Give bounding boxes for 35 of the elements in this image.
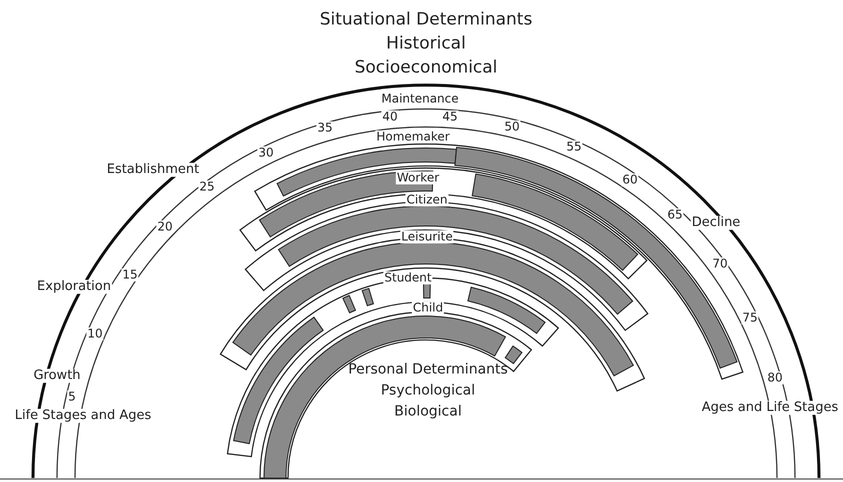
age-number: 45 [441,110,459,124]
heading-text: Historical [386,34,466,54]
age-number: 10 [86,327,104,341]
role-label: Leisurite [400,230,454,244]
determinant-label: Personal Determinants [348,362,508,378]
age-number: 40 [381,110,399,124]
age-number: 65 [666,208,684,222]
role-label: Child [412,301,444,315]
age-number: 30 [257,146,275,160]
stage-label: Establishment [106,162,200,178]
age-number: 60 [621,173,639,187]
stage-label: Growth [32,368,82,384]
age-number: 80 [766,371,784,385]
heading-text: Situational Determinants [320,10,532,30]
heading-text: Socioeconomical [354,58,498,78]
stage-label: Exploration [36,280,112,294]
age-number: 35 [316,121,334,135]
stage-label: Maintenance [380,92,460,106]
age-number: 55 [565,140,583,154]
stage-label: Decline [690,216,742,230]
age-number: 15 [121,268,139,282]
role-label: Citizen [405,193,449,207]
axis-title: Ages and Life Stages [700,400,840,416]
age-number: 25 [198,180,216,194]
role-label: Homemaker [375,130,451,144]
age-number: 5 [67,390,77,404]
role-label: Student [383,271,433,285]
age-number: 75 [741,311,759,325]
age-number: 50 [503,120,521,134]
age-number: 20 [156,220,174,234]
axis-title: Life Stages and Ages [14,408,152,424]
determinant-label: Psychological [380,383,476,399]
determinant-label: Biological [394,404,462,420]
role-label: Worker [396,171,440,185]
age-number: 70 [711,257,729,271]
